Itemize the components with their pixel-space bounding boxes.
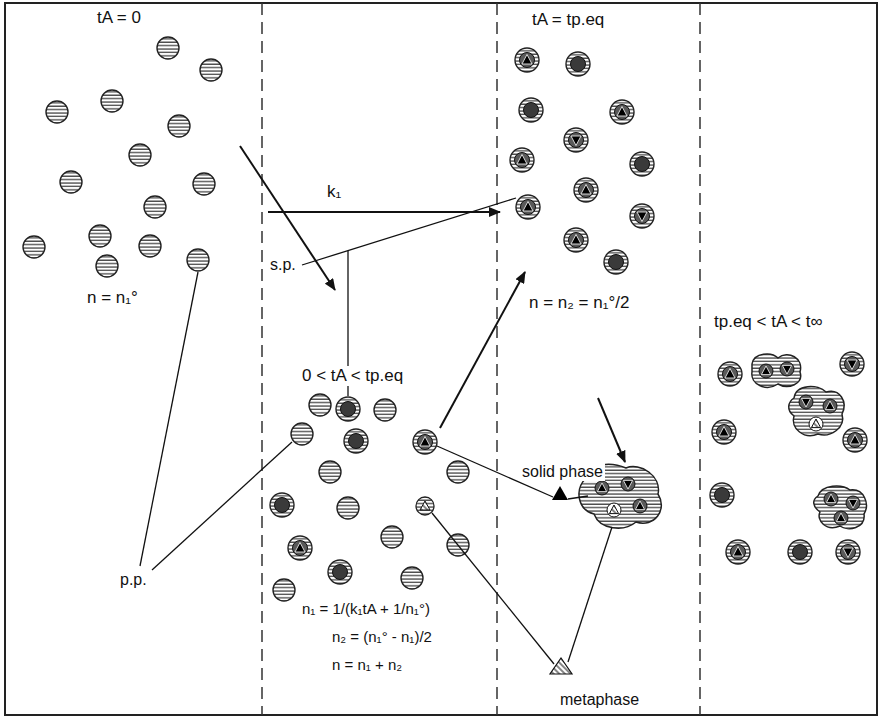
cluster-core [780,362,794,376]
cluster-core [621,477,635,491]
primary-particle [374,399,396,421]
process-arrow [240,146,335,290]
count-label: n = n₂ = n₁°/2 [527,293,631,313]
cluster-core [607,503,621,517]
secondary-particle-solid [726,540,750,564]
panel-divider [496,3,498,715]
primary-particle [337,497,359,519]
time-label: tp.eq < tA < t∞ [712,312,825,332]
rate-constant: k₁ [325,182,343,202]
time-label: tA = 0 [95,8,143,28]
secondary-particle [328,560,352,584]
secondary-particle [630,152,654,176]
primary-particle [187,249,209,271]
time-label: 0 < tA < tp.eq [300,366,405,386]
secondary-particle-solid [712,420,736,444]
secondary-particle-solid [836,540,860,564]
primary-particle [157,37,179,59]
primary-particle [101,90,123,112]
callout-label: s.p. [268,255,298,274]
primary-particle [309,394,331,416]
secondary-particle-solid [630,204,654,228]
secondary-particle-solid [288,536,312,560]
count-label: n = n₁° [85,288,140,308]
secondary-particle-solid [840,352,864,376]
primary-particle [447,461,469,483]
primary-particle [144,196,166,218]
secondary-particle-solid [413,430,437,454]
figure-frame [5,3,877,715]
secondary-particle-solid [516,195,540,219]
secondary-particle-solid [510,148,534,172]
primary-particle [381,526,403,548]
primary-particle [401,567,423,589]
formula: n = n₁ + n₂ [330,656,404,674]
cluster-core [823,399,837,413]
formula: n₂ = (n₁° - n₁)/2 [330,628,434,646]
particle-cluster [752,354,801,387]
secondary-particle-solid [843,428,867,452]
secondary-particle [604,250,628,274]
primary-particle [291,423,313,445]
cluster-core [809,417,823,431]
secondary-particle [270,493,294,517]
cluster-core [595,481,609,495]
particle-cluster [789,387,844,436]
secondary-particle-solid [718,362,742,386]
callout-label: solid phase [520,462,605,481]
primary-particle [60,171,82,193]
panel-divider [261,3,263,715]
time-label: tA = tp.eq [530,10,606,30]
leader-line [140,272,198,566]
rate-arrow [268,211,500,213]
cluster-core [799,395,813,409]
secondary-particle [336,397,360,421]
cluster-core [824,492,838,506]
leader-line [432,513,554,664]
primary-particle [273,579,295,601]
process-arrow [598,398,625,462]
formula: n₁ = 1/(k₁tA + 1/n₁°) [300,600,432,618]
metaphase-particle [416,497,434,515]
leader-line [302,198,516,265]
cluster-core [846,496,860,510]
secondary-particle [710,483,734,507]
cluster-core [834,511,848,525]
leader-line [152,442,292,570]
primary-particle [200,59,222,81]
secondary-particle-solid [574,178,598,202]
primary-particle [23,236,45,258]
primary-particle [319,461,341,483]
cluster-core [759,364,773,378]
secondary-particle [519,98,543,122]
secondary-particle-solid [610,100,634,124]
secondary-particle [344,429,368,453]
primary-particle [168,115,190,137]
secondary-particle-solid [564,128,588,152]
cluster-core [633,499,647,513]
callout-label: p.p. [118,570,149,589]
primary-particle [129,144,151,166]
primary-particle [89,225,111,247]
leader-line [568,496,588,499]
secondary-particle-solid [515,48,539,72]
leader-line [568,527,612,662]
primary-particle [139,235,161,257]
process-arrow [440,272,525,428]
callout-label: metaphase [558,690,641,709]
secondary-particle-solid [564,228,588,252]
secondary-particle [566,52,590,76]
solid-phase-symbol [552,486,568,500]
panel-divider [699,3,701,715]
secondary-particle [788,540,812,564]
particle-cluster [814,486,867,529]
primary-particle [46,101,68,123]
primary-particle [193,173,215,195]
primary-particle [96,255,118,277]
